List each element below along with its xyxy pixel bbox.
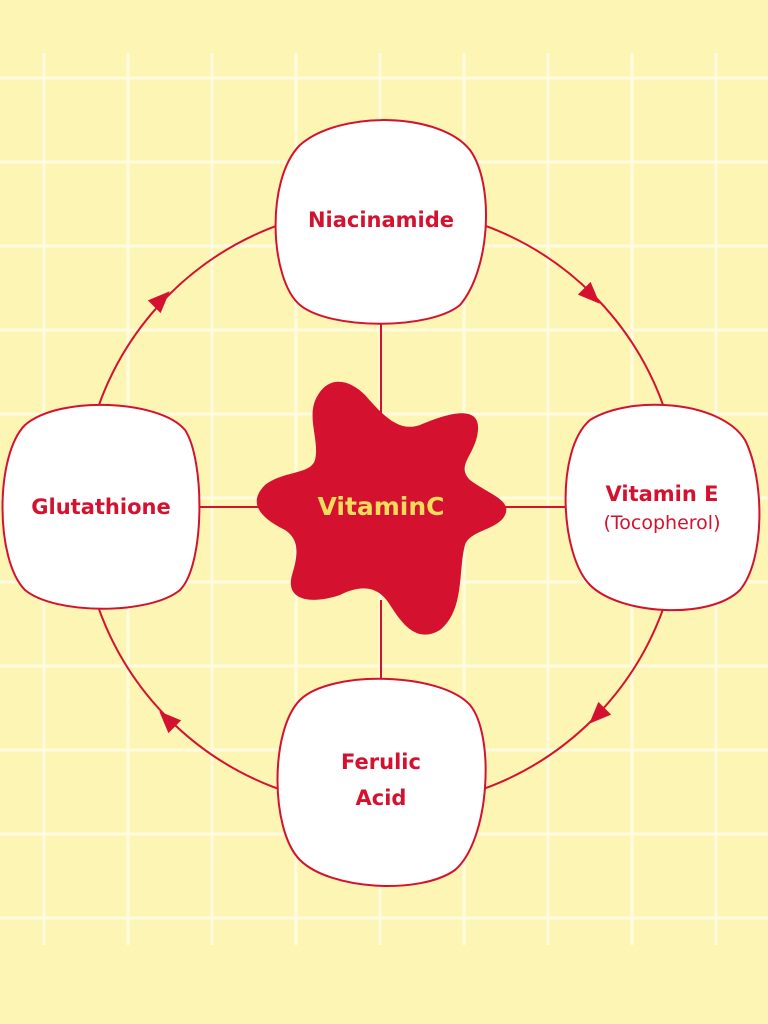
node-label: Glutathione <box>31 495 171 519</box>
node-glutathione: Glutathione <box>31 489 170 525</box>
center-label: VitaminC <box>317 492 445 521</box>
node-niacinamide: Niacinamide <box>308 202 454 238</box>
node-label: Niacinamide <box>307 208 455 232</box>
node-label-line2: Acid <box>355 786 407 810</box>
vitamin-c-blob <box>256 381 507 635</box>
node-niacinamide-shape <box>274 119 488 325</box>
node-glutathione-shape <box>1 403 201 610</box>
cycle-arrows <box>147 281 612 734</box>
arrow-icon <box>147 291 170 314</box>
node-ferulic-shape <box>276 677 487 888</box>
arrow-icon <box>159 711 182 734</box>
node-vitamin-e: Vitamin E (Tocopherol) <box>604 479 721 537</box>
arrow-icon <box>577 281 600 304</box>
arrow-icon <box>589 701 612 724</box>
node-vitamin-e-shape <box>564 403 761 612</box>
node-label: Vitamin E <box>605 482 719 506</box>
node-label: Ferulic <box>341 750 421 774</box>
center-vitamin-c: VitaminC <box>317 489 444 525</box>
node-sublabel: (Tocopherol) <box>603 512 721 534</box>
